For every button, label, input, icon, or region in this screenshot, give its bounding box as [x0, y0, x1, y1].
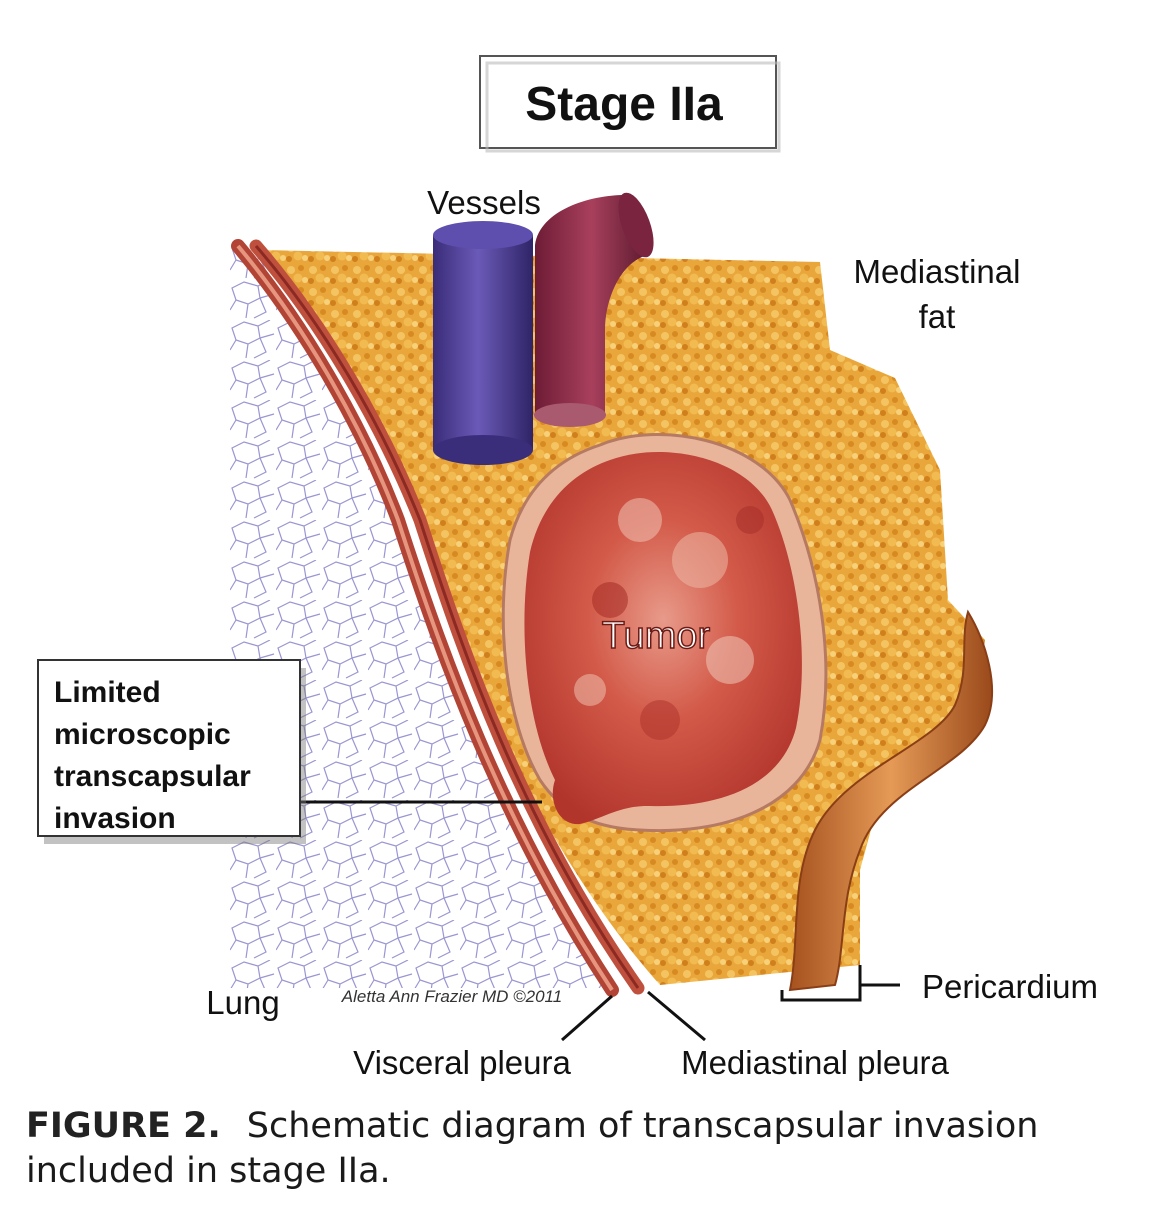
artist-signature: Aletta Ann Frazier MD ©2011	[341, 987, 562, 1006]
label-pericardium: Pericardium	[922, 968, 1098, 1005]
invasion-callout-box: Limited microscopic transcapsular invasi…	[37, 659, 306, 844]
label-lung: Lung	[206, 984, 279, 1021]
callout-line-1: Limited	[54, 676, 161, 709]
label-mediastinal-fat-2: fat	[919, 298, 956, 335]
tumor-texture	[574, 498, 764, 740]
visceral-pleura-leader	[561, 994, 613, 1042]
title-text: Stage IIa	[525, 78, 723, 131]
label-visceral-pleura: Visceral pleura	[353, 1044, 571, 1081]
callout-line-4: invasion	[54, 802, 176, 835]
caption-text: Schematic diagram of transcapsular invas…	[26, 1106, 1039, 1191]
figure-caption: FIGURE 2.Schematic diagram of transcapsu…	[26, 1104, 1146, 1194]
mediastinal-pleura-leader	[647, 990, 706, 1042]
label-vessels: Vessels	[427, 184, 541, 221]
label-mediastinal-pleura: Mediastinal pleura	[681, 1044, 949, 1081]
caption-figure-label: FIGURE 2.	[26, 1106, 221, 1146]
vessel-blue	[433, 221, 533, 465]
label-mediastinal-fat-1: Mediastinal	[854, 253, 1021, 290]
callout-line-2: microscopic	[54, 718, 231, 751]
callout-line-3: transcapsular	[54, 760, 251, 793]
pericardium-bracket	[780, 965, 900, 1002]
vessel-red	[534, 192, 654, 427]
title-box: Stage IIa	[479, 55, 781, 153]
illustration: Stage IIa Limit	[37, 55, 1098, 1081]
pericardium	[788, 609, 993, 992]
label-tumor: Tumor	[602, 615, 711, 657]
tumor	[524, 452, 802, 825]
